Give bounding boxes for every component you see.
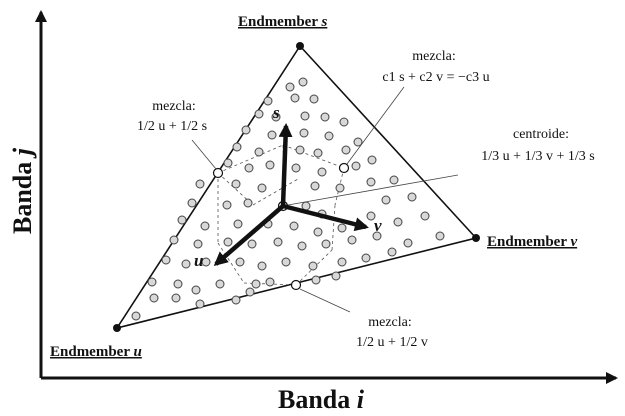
vector-label-v: v: [374, 216, 382, 235]
vector-label-s: s: [272, 103, 280, 122]
point-mezcla-uv: [290, 279, 302, 291]
endmember-s-label: Endmember s: [238, 14, 327, 30]
vertex-s: [296, 42, 304, 50]
annotation-centroide-title: centroide:: [513, 127, 569, 142]
annotation-mezcla-svu-formula: c1 s + c2 v = −c3 u: [382, 70, 489, 85]
annotation-mezcla-us-title: mezcla:: [152, 99, 196, 114]
annotation-mezcla-svu-title: mezcla:: [412, 49, 456, 64]
annotation-mezcla-us-formula: 1/2 u + 1/2 s: [137, 119, 207, 134]
annotation-centroide-formula: 1/3 u + 1/3 v + 1/3 s: [481, 149, 594, 164]
vector-u: [213, 204, 285, 266]
vector-s: [278, 123, 293, 207]
annotation-mezcla-uv-title: mezcla:: [368, 315, 412, 330]
sample-points: [131, 77, 445, 321]
endmember-v-label: Endmember v: [487, 234, 577, 250]
endmember-vectors: [213, 123, 369, 266]
point-mezcla-us: [212, 167, 224, 179]
vertex-u: [113, 324, 121, 332]
vector-label-u: u: [194, 251, 203, 270]
endmember-u-label: Endmember u: [50, 344, 142, 360]
point-mezcla-svu: [338, 162, 350, 174]
annotation-mezcla-uv-formula: 1/2 u + 1/2 v: [356, 335, 428, 350]
vertex-v: [472, 234, 480, 242]
x-axis-label: Banda i: [278, 385, 365, 414]
leader-lines: [191, 86, 459, 313]
y-axis-label: Banda j: [8, 147, 37, 234]
vector-v: [282, 203, 369, 232]
